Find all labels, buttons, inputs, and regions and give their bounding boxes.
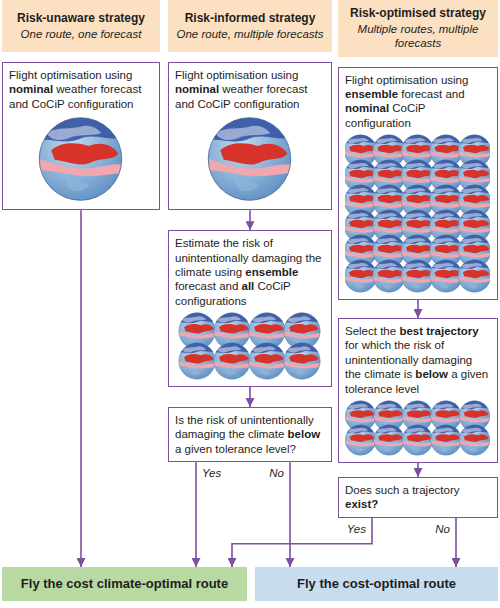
- globe-icon: [430, 424, 462, 455]
- globe-icon: [178, 342, 216, 379]
- globe-illustration: [175, 114, 324, 204]
- strategy-title: Risk-optimised strategy: [350, 6, 486, 21]
- strategy-header: Risk-informed strategyOne route, multipl…: [168, 0, 332, 52]
- globe-icon: [248, 342, 286, 379]
- bold-word: exist?: [345, 498, 378, 510]
- box-text: Fly the cost-optimal route: [297, 576, 456, 592]
- branch-label: No: [434, 523, 451, 537]
- box-text: Fly the cost climate-optimal route: [21, 576, 228, 592]
- box-text: Is the risk of unintentionally damaging …: [175, 413, 325, 456]
- branch-label: Yes: [201, 467, 222, 481]
- bold-word: trajectory: [426, 325, 478, 337]
- box-text: Select the best trajectory for which the…: [345, 324, 491, 396]
- strategy-subtitle: One route, one forecast: [21, 28, 142, 42]
- bold-word: below: [288, 428, 321, 440]
- flow-arrow: [232, 518, 372, 567]
- globe-icon: [459, 424, 491, 455]
- strategy-header: Risk-optimised strategyMultiple routes, …: [338, 0, 498, 57]
- strategy-title: Risk-unaware strategy: [17, 11, 145, 26]
- strategy-header: Risk-unaware strategyOne route, one fore…: [2, 0, 160, 52]
- globe-icon: [38, 116, 124, 200]
- box-text: Estimate the risk of unintentionally dam…: [175, 236, 325, 308]
- process-box: Does such a trajectory exist?: [338, 477, 498, 518]
- strategy-title: Risk-informed strategy: [185, 11, 316, 26]
- globe-icon: [429, 259, 463, 292]
- flow-arrow: [417, 463, 419, 477]
- box-text: Flight optimisation using ensemble forec…: [345, 73, 491, 131]
- outcome-box: Fly the cost climate-optimal route: [2, 567, 247, 601]
- globe-icon: [373, 424, 405, 455]
- bold-word: below: [415, 368, 448, 380]
- branch-label: No: [268, 467, 285, 481]
- process-box: Flight optimisation using nominal weathe…: [2, 62, 160, 210]
- bold-word: nominal: [175, 83, 219, 95]
- bold-word: best: [399, 325, 423, 337]
- outcome-box: Fly the cost-optimal route: [255, 567, 498, 601]
- process-box: Select the best trajectory for which the…: [338, 318, 498, 463]
- globe-illustration: [345, 399, 490, 457]
- strategy-subtitle: One route, multiple forecasts: [176, 28, 323, 42]
- bold-word: nominal: [345, 102, 389, 114]
- flow-arrow: [80, 210, 82, 567]
- process-box: Flight optimisation using ensemble forec…: [338, 67, 498, 301]
- globe-icon: [401, 259, 435, 292]
- flow-arrow: [249, 210, 251, 230]
- bold-word: ensemble: [345, 88, 398, 100]
- flow-arrow: [455, 518, 457, 567]
- process-box: Flight optimisation using nominal weathe…: [168, 62, 332, 210]
- flow-arrow: [195, 462, 197, 567]
- flow-arrow: [249, 387, 251, 407]
- branch-label: Yes: [346, 523, 367, 537]
- globe-icon: [458, 259, 491, 292]
- bold-word: ensemble: [245, 266, 298, 278]
- box-text: Flight optimisation using nominal weathe…: [9, 68, 153, 111]
- globe-icon: [283, 342, 321, 379]
- box-text: Does such a trajectory exist?: [345, 483, 491, 512]
- globe-illustration: [345, 133, 490, 294]
- globe-icon: [345, 424, 377, 455]
- flow-arrow: [289, 462, 291, 567]
- process-box: Is the risk of unintentionally damaging …: [168, 407, 332, 462]
- globe-icon: [207, 116, 293, 200]
- globe-illustration: [175, 311, 324, 381]
- globe-icon: [372, 259, 406, 292]
- box-text: Flight optimisation using nominal weathe…: [175, 68, 325, 111]
- globe-illustration: [9, 114, 152, 204]
- flow-arrow: [417, 300, 419, 318]
- bold-word: all: [242, 280, 255, 292]
- bold-word: nominal: [9, 83, 53, 95]
- globe-icon: [213, 342, 251, 379]
- strategy-subtitle: Multiple routes, multiple forecasts: [342, 23, 494, 51]
- globe-icon: [402, 424, 434, 455]
- process-box: Estimate the risk of unintentionally dam…: [168, 230, 332, 387]
